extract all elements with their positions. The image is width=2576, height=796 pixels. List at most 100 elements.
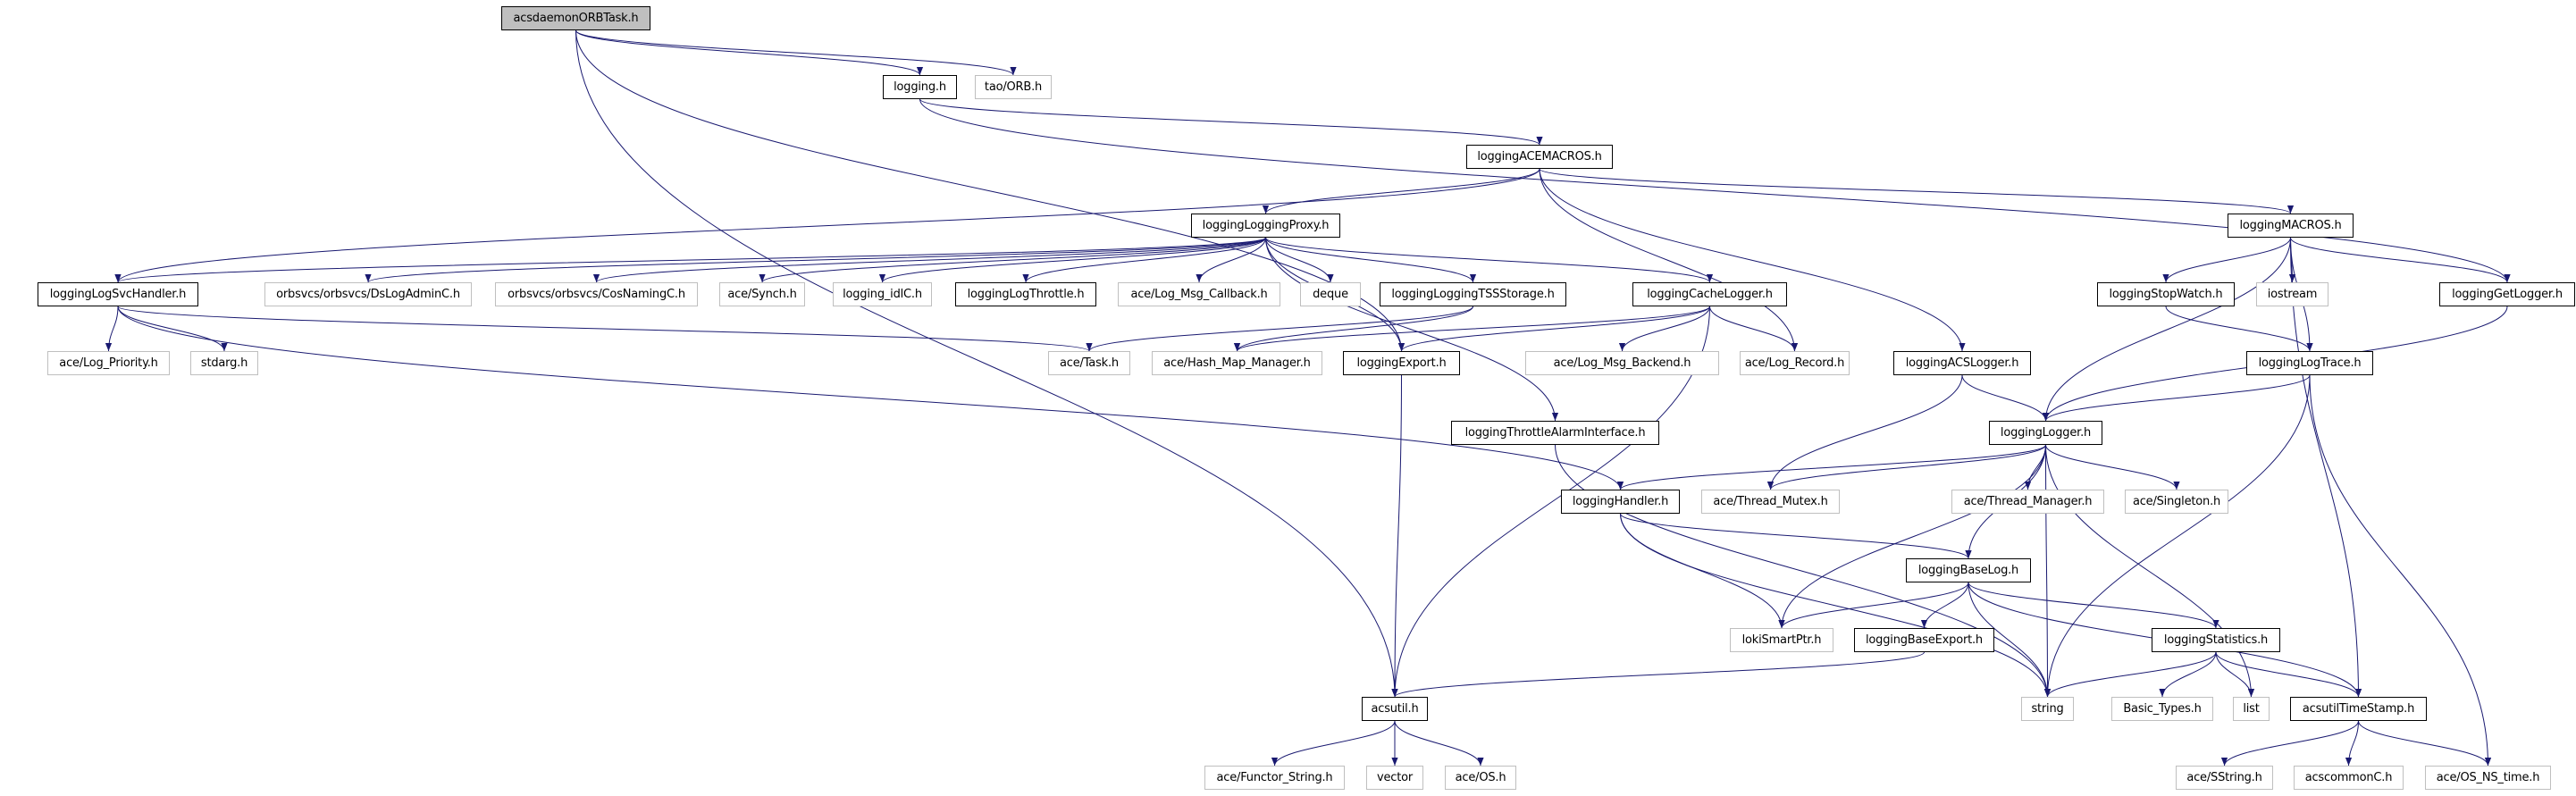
graph-node-proxy[interactable]: loggingLoggingProxy.h — [1191, 214, 1340, 238]
edge-logger-to-threadMutex — [1767, 444, 2046, 490]
graph-node-time-stamp[interactable]: acsutilTimeStamp.h — [2290, 697, 2427, 721]
edge-macros-to-logger — [2042, 237, 2291, 422]
graph-node-ace-o-s: ace/OS.h — [1445, 766, 1516, 790]
edge-logger-to-handler — [1617, 444, 2046, 490]
edge-svcHandler-to-logPriority — [105, 306, 119, 352]
edge-aceMacros-to-proxy — [1263, 168, 1540, 214]
graph-node-ace-macros[interactable]: loggingACEMACROS.h — [1466, 145, 1613, 169]
graph-node-acscommon: acscommonC.h — [2294, 766, 2404, 790]
edge-aceMacros-to-logRecord — [1539, 168, 1799, 352]
edge-proxy-to-dsLogAdmin — [365, 237, 1266, 283]
edge-proxy-to-alarmIface — [1265, 237, 1559, 422]
edge-root-to-logging — [575, 29, 923, 76]
graph-node-hash-map: ace/Hash_Map_Manager.h — [1152, 351, 1322, 375]
edge-acsLogger-to-logger — [1961, 374, 2050, 422]
graph-node-os-ns-time: ace/OS_NS_time.h — [2425, 766, 2551, 790]
edge-cache-to-hashMap — [1234, 306, 1710, 352]
edge-proxy-to-tss — [1265, 237, 1477, 283]
graph-node-svc-handler[interactable]: loggingLogSvcHandler.h — [38, 282, 198, 306]
graph-node-msg-callback: ace/Log_Msg_Callback.h — [1118, 282, 1280, 306]
edge-handler-to-string — [1620, 513, 2052, 698]
edge-cache-to-export — [1398, 306, 1710, 352]
edge-logger-to-loki — [1778, 444, 2046, 629]
graph-node-sstring: ace/SString.h — [2176, 766, 2273, 790]
graph-node-idl-c: logging_idlC.h — [833, 282, 932, 306]
graph-node-macros[interactable]: loggingMACROS.h — [2228, 214, 2354, 238]
edge-alarmIface-to-string — [1555, 444, 2052, 698]
graph-node-tss[interactable]: loggingLoggingTSSStorage.h — [1380, 282, 1566, 306]
graph-node-singleton: ace/Singleton.h — [2125, 490, 2228, 514]
graph-node-alarm-iface[interactable]: loggingThrottleAlarmInterface.h — [1451, 421, 1659, 445]
edge-proxy-to-cosNaming — [593, 237, 1266, 283]
edge-proxy-to-deque — [1265, 237, 1334, 283]
edge-baseLog-to-baseExport — [1920, 582, 1969, 629]
graph-node-export[interactable]: loggingExport.h — [1343, 351, 1460, 375]
graph-node-root[interactable]: acsdaemonORBTask.h — [501, 6, 650, 30]
edge-statistics-to-string — [2043, 651, 2217, 698]
edge-statistics-to-timeStamp — [2215, 651, 2362, 698]
edge-svcHandler-to-handler — [117, 306, 1624, 490]
edge-proxy-to-throttle — [1022, 237, 1266, 283]
edge-svcHandler-to-stdarg — [117, 306, 228, 352]
edge-proxy-to-msgCallback — [1196, 237, 1266, 283]
edge-tss-to-hashMap — [1234, 306, 1473, 352]
edge-proxy-to-idlC — [879, 237, 1266, 283]
graph-node-cos-naming: orbsvcs/orbsvcs/CosNamingC.h — [495, 282, 698, 306]
edge-macros-to-timeStamp — [2290, 237, 2362, 698]
edge-macros-to-getLogger — [2290, 237, 2511, 283]
graph-node-stop-watch[interactable]: loggingStopWatch.h — [2097, 282, 2235, 306]
graph-node-acs-logger[interactable]: loggingACSLogger.h — [1893, 351, 2031, 375]
edge-root-to-taoorb — [575, 29, 1017, 76]
edge-baseLog-to-statistics — [1968, 582, 2219, 629]
edge-acsutil-to-functorString — [1271, 720, 1396, 767]
edge-handler-to-loki — [1620, 513, 1785, 629]
edge-acsutil-to-aceOS — [1394, 720, 1484, 767]
graph-node-taoorb: tao/ORB.h — [975, 75, 1052, 99]
graph-node-msg-backend: ace/Log_Msg_Backend.h — [1525, 351, 1719, 375]
edge-proxy-to-synch — [759, 237, 1266, 283]
edge-acsLogger-to-threadMutex — [1766, 374, 1963, 490]
edge-aceMacros-to-macros — [1539, 168, 2294, 214]
edge-timeStamp-to-osNsTime — [2358, 720, 2492, 767]
graph-node-acsutil[interactable]: acsutil.h — [1362, 697, 1428, 721]
edge-statistics-to-basicTypes — [2159, 651, 2217, 698]
graph-node-handler[interactable]: loggingHandler.h — [1561, 490, 1680, 514]
graph-node-base-log[interactable]: loggingBaseLog.h — [1906, 558, 2031, 582]
graph-node-logger[interactable]: loggingLogger.h — [1989, 421, 2102, 445]
edge-baseLog-to-string — [1968, 582, 2052, 698]
graph-node-thread-mutex: ace/Thread_Mutex.h — [1701, 490, 1840, 514]
graph-node-task: ace/Task.h — [1048, 351, 1130, 375]
graph-node-base-export[interactable]: loggingBaseExport.h — [1854, 628, 1994, 652]
graph-node-synch: ace/Synch.h — [719, 282, 805, 306]
edge-logger-to-threadManager — [2024, 444, 2046, 490]
graph-node-logging[interactable]: logging.h — [883, 75, 957, 99]
graph-node-statistics[interactable]: loggingStatistics.h — [2152, 628, 2280, 652]
edge-logTrace-to-logger — [2043, 374, 2311, 422]
graph-node-thread-manager: ace/Thread_Manager.h — [1951, 490, 2104, 514]
graph-node-functor-string: ace/Functor_String.h — [1204, 766, 1345, 790]
edge-logging-to-aceMacros — [919, 98, 1543, 146]
graph-node-cache[interactable]: loggingCacheLogger.h — [1632, 282, 1787, 306]
graph-node-get-logger[interactable]: loggingGetLogger.h — [2439, 282, 2575, 306]
edge-svcHandler-to-task — [117, 306, 1093, 352]
graph-node-throttle[interactable]: loggingLogThrottle.h — [955, 282, 1096, 306]
edge-handler-to-baseLog — [1620, 513, 1972, 559]
graph-node-string: string — [2021, 697, 2074, 721]
graph-node-ds-log-admin: orbsvcs/orbsvcs/DsLogAdminC.h — [264, 282, 472, 306]
graph-node-iostream: iostream — [2256, 282, 2328, 306]
edge-logger-to-list — [2045, 444, 2255, 698]
edge-baseExport-to-acsutil — [1391, 651, 1925, 698]
edge-statistics-to-list — [2215, 651, 2255, 698]
graph-node-list: list — [2233, 697, 2270, 721]
graph-node-log-record: ace/Log_Record.h — [1740, 351, 1850, 375]
edge-tss-to-task — [1086, 306, 1473, 352]
graph-node-vector: vector — [1366, 766, 1423, 790]
graph-node-loki: lokiSmartPtr.h — [1730, 628, 1833, 652]
edge-macros-to-stopWatch — [2162, 237, 2291, 283]
edge-logging-to-getLogger — [919, 98, 2511, 283]
edge-logTrace-to-osNsTime — [2309, 374, 2492, 767]
edge-proxy-to-svcHandler — [114, 237, 1266, 283]
graph-node-log-trace[interactable]: loggingLogTrace.h — [2246, 351, 2373, 375]
edge-aceMacros-to-svcHandler — [114, 168, 1540, 283]
